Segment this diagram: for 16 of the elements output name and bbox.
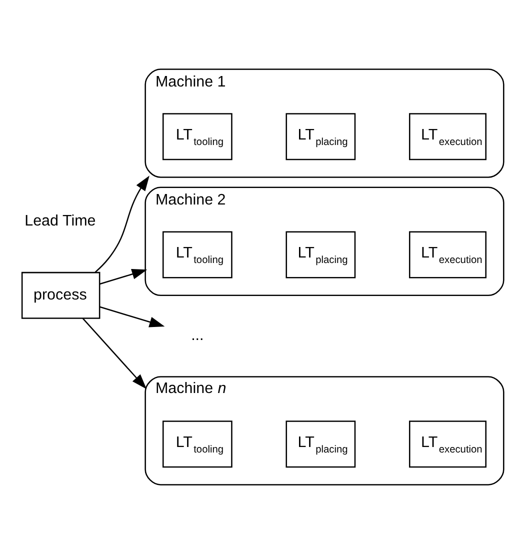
arrow xyxy=(100,268,148,284)
node-text: ... xyxy=(191,326,204,344)
node-box: LT$_{tooling}$ xyxy=(162,230,232,278)
arrow xyxy=(94,175,150,272)
arrow xyxy=(100,306,165,327)
node-box: process xyxy=(21,271,100,318)
node-box: LT$_{placing}$ xyxy=(286,420,356,468)
node-box: LT$_{execution}$ xyxy=(409,420,486,468)
node-box: LT$_{execution}$ xyxy=(409,112,486,160)
label: Lead Time xyxy=(24,212,96,230)
node-box: LT$_{tooling}$ xyxy=(162,112,232,160)
node-box: LT$_{placing}$ xyxy=(286,112,356,160)
node-box: LT$_{tooling}$ xyxy=(162,420,232,468)
node-box: LT$_{placing}$ xyxy=(286,230,356,278)
arrow xyxy=(82,317,147,389)
node-box: LT$_{execution}$ xyxy=(409,230,486,278)
